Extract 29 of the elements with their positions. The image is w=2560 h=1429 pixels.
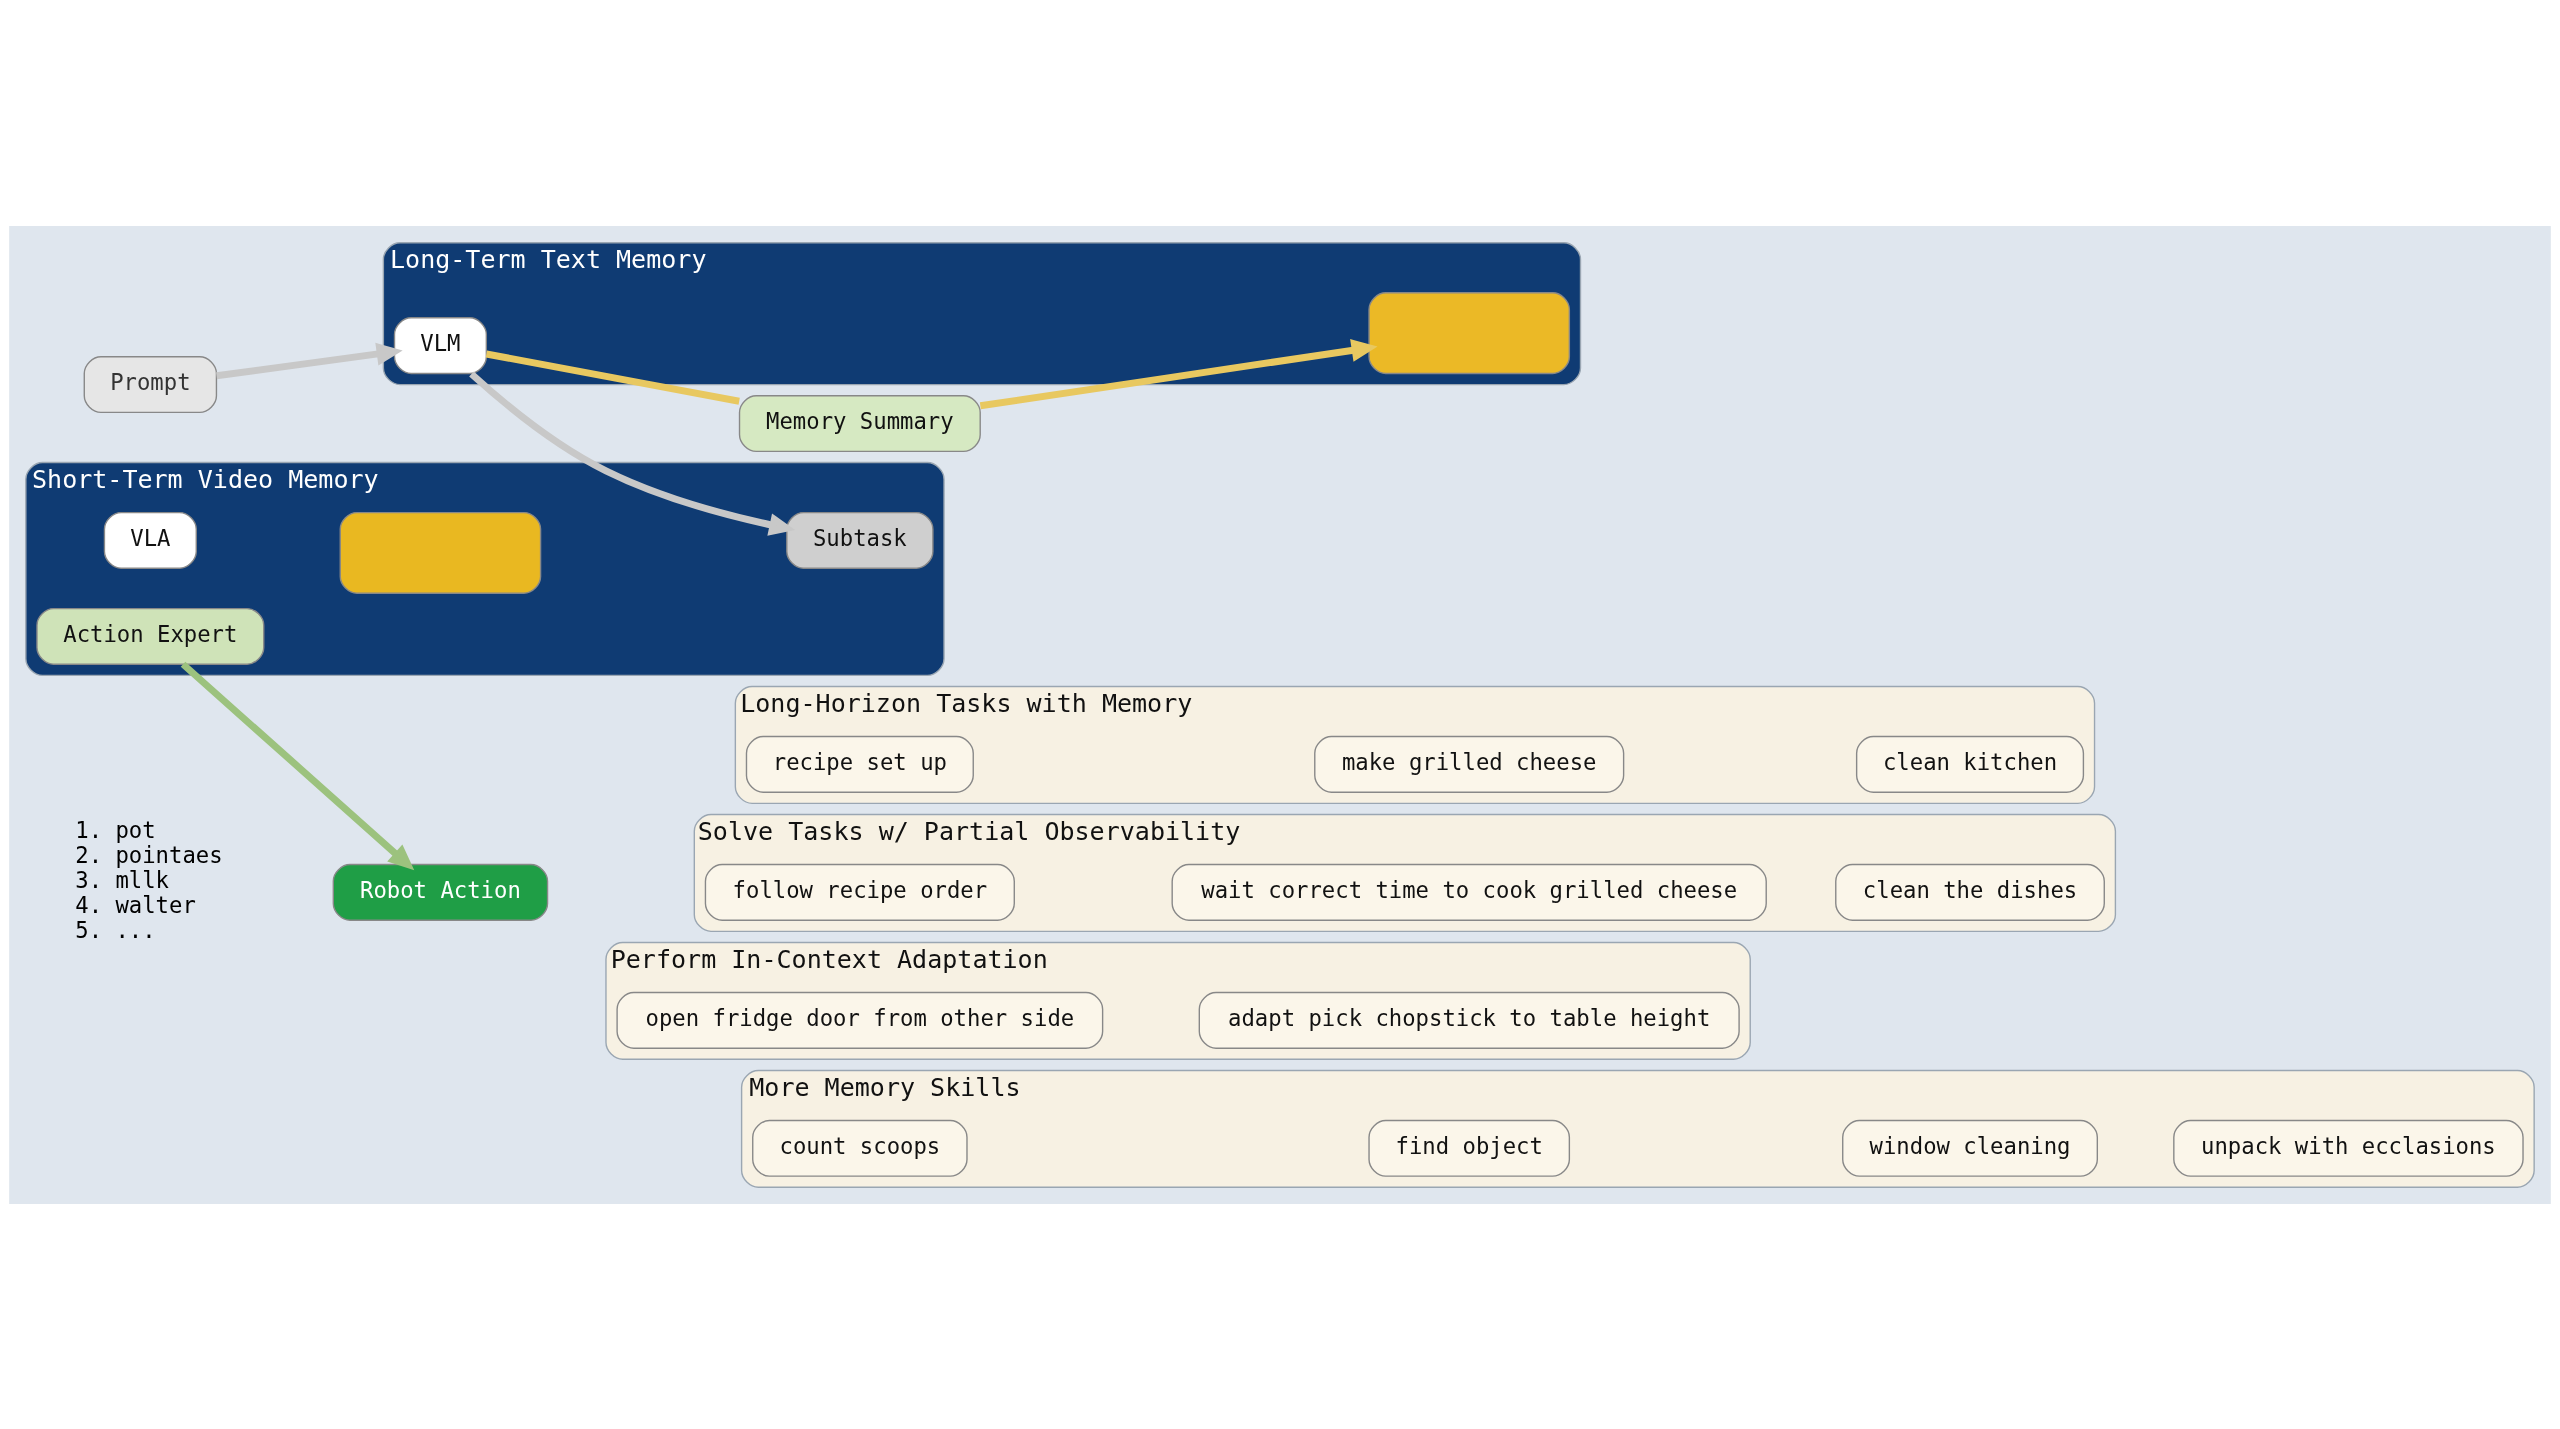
node-box: Action Expert	[36, 607, 265, 665]
node-box: adapt pick chopstick to table height	[1198, 991, 1740, 1049]
label: 1. pot	[75, 816, 156, 843]
node-box	[1368, 291, 1571, 374]
node-box: follow recipe order	[704, 863, 1015, 921]
arrow	[979, 338, 1378, 409]
node-box: window cleaning	[1842, 1119, 2098, 1177]
node-box: Subtask	[786, 511, 934, 569]
node-box: Prompt	[83, 355, 218, 413]
node-box: clean kitchen	[1855, 735, 2085, 793]
node-box: count scoops	[752, 1119, 968, 1177]
node-box: find object	[1368, 1119, 1571, 1177]
connector	[485, 350, 740, 405]
node-box: make grilled cheese	[1314, 735, 1625, 793]
node-box: recipe set up	[745, 735, 974, 793]
label: 5. ...	[75, 916, 156, 943]
arrow	[216, 342, 403, 379]
node-box: VLM	[393, 316, 488, 374]
node-box: Robot Action	[332, 863, 549, 921]
node-box: unpack with ecclasions	[2173, 1119, 2524, 1177]
arrow	[180, 661, 415, 870]
node-box: clean the dishes	[1835, 863, 2105, 921]
node-box: wait correct time to cook grilled cheese	[1171, 863, 1767, 921]
node-box: Memory Summary	[738, 394, 981, 452]
label: 4. walter	[75, 891, 196, 918]
node-box: open fridge door from other side	[616, 991, 1104, 1049]
arrow	[469, 370, 796, 536]
node-box: VLA	[103, 511, 197, 569]
node-box	[339, 511, 542, 594]
